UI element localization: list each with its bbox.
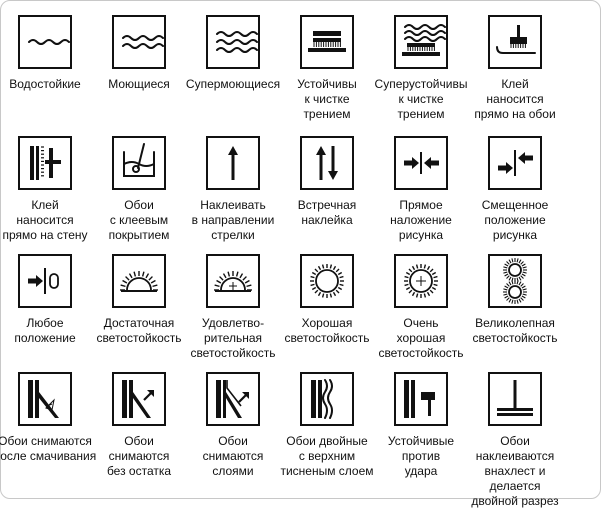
symbol-label: Очень хорошая светостойкость	[378, 316, 464, 360]
symbol-item: Встречная наклейка	[277, 136, 377, 260]
symbol-item: Обои двойные с верхним тисненым слоем	[277, 372, 377, 496]
symbol-item: Смещенное положение рисунка	[465, 136, 565, 260]
arrows-opposite-icon	[300, 136, 354, 190]
symbol-item: Устойчивые против удара	[371, 372, 471, 496]
symbol-item: Обои снимаются после смачивания	[0, 372, 96, 496]
strip-layer-removal-icon	[206, 372, 260, 426]
symbol-label: Суперустойчивы к чистке трением	[374, 77, 468, 121]
symbol-label: Встречная наклейка	[297, 198, 357, 227]
two-suns-icon	[488, 254, 542, 308]
symbol-item: Удовлетво- рительная светостойкость	[183, 254, 283, 378]
brush-on-surface-icon	[300, 15, 354, 69]
strip-full-removal-icon	[112, 372, 166, 426]
strip-wet-removal-icon	[18, 372, 72, 426]
duplex-embossed-icon	[300, 372, 354, 426]
symbol-label: Удовлетво- рительная светостойкость	[190, 316, 276, 360]
symbol-item: Клей наносится прямо на стену	[0, 136, 95, 260]
symbol-item: Прямое наложение рисунка	[371, 136, 471, 260]
symbol-label: Обои снимаются слоями	[202, 434, 264, 478]
symbol-item: Водостойкие	[0, 15, 95, 139]
arrow-up-icon	[206, 136, 260, 190]
symbol-item: Великолепная светостойкость	[465, 254, 565, 378]
symbol-item: Устойчивы к чистке трением	[277, 15, 377, 139]
symbol-label: Обои наклеиваются внахлест и делается дв…	[471, 434, 559, 508]
symbol-item: Достаточная светостойкость	[89, 254, 189, 378]
paste-on-wall-icon	[18, 136, 72, 190]
symbol-label: Устойчивы к чистке трением	[297, 77, 357, 121]
symbol-label: Обои снимаются после смачивания	[0, 434, 97, 463]
offset-match-icon	[488, 136, 542, 190]
brush-with-waves-icon	[394, 15, 448, 69]
symbol-label: Достаточная светостойкость	[96, 316, 182, 345]
symbol-item: Суперустойчивы к чистке трением	[371, 15, 471, 139]
waves-two-icon	[112, 15, 166, 69]
symbol-item: Супермоющиеся	[183, 15, 283, 139]
paste-on-wallpaper-icon	[488, 15, 542, 69]
symbol-item: Очень хорошая светостойкость	[371, 254, 471, 378]
symbol-label: Устойчивые против удара	[387, 434, 455, 478]
symbol-label: Обои двойные с верхним тисненым слоем	[280, 434, 374, 478]
symbol-label: Клей наносится прямо на обои	[474, 77, 556, 121]
sun-full-icon	[300, 254, 354, 308]
symbol-item: Обои снимаются без остатка	[89, 372, 189, 496]
symbol-label: Обои с клеевым покрытием	[108, 198, 170, 242]
waves-three-icon	[206, 15, 260, 69]
symbol-label: Супермоющиеся	[185, 77, 281, 91]
sun-half-icon	[112, 254, 166, 308]
symbol-item: Обои с клеевым покрытием	[89, 136, 189, 260]
sun-half-plus-icon	[206, 254, 260, 308]
symbol-item: Клей наносится прямо на обои	[465, 15, 565, 139]
symbol-item: Любое положение	[0, 254, 95, 378]
symbol-label: Наклеивать в направлении стрелки	[191, 198, 275, 242]
overlap-double-cut-icon	[488, 372, 542, 426]
symbol-label: Водостойкие	[9, 77, 81, 91]
symbol-item: Наклеивать в направлении стрелки	[183, 136, 283, 260]
symbol-label: Обои снимаются без остатка	[106, 434, 172, 478]
sun-full-plus-icon	[394, 254, 448, 308]
symbol-item: Хорошая светостойкость	[277, 254, 377, 378]
symbol-label: Смещенное положение рисунка	[481, 198, 549, 242]
symbol-item: Обои снимаются слоями	[183, 372, 283, 496]
free-match-icon	[18, 254, 72, 308]
symbol-label: Великолепная светостойкость	[472, 316, 558, 345]
symbol-label: Прямое наложение рисунка	[390, 198, 452, 242]
waves-one-icon	[18, 15, 72, 69]
symbol-label: Моющиеся	[108, 77, 170, 91]
symbol-label: Клей наносится прямо на стену	[2, 198, 88, 242]
straight-match-icon	[394, 136, 448, 190]
hammer-resistant-icon	[394, 372, 448, 426]
paste-bucket-icon	[112, 136, 166, 190]
symbol-label: Любое положение	[14, 316, 76, 345]
symbol-label: Хорошая светостойкость	[284, 316, 370, 345]
symbol-item: Моющиеся	[89, 15, 189, 139]
symbol-item: Обои наклеиваются внахлест и делается дв…	[465, 372, 565, 508]
